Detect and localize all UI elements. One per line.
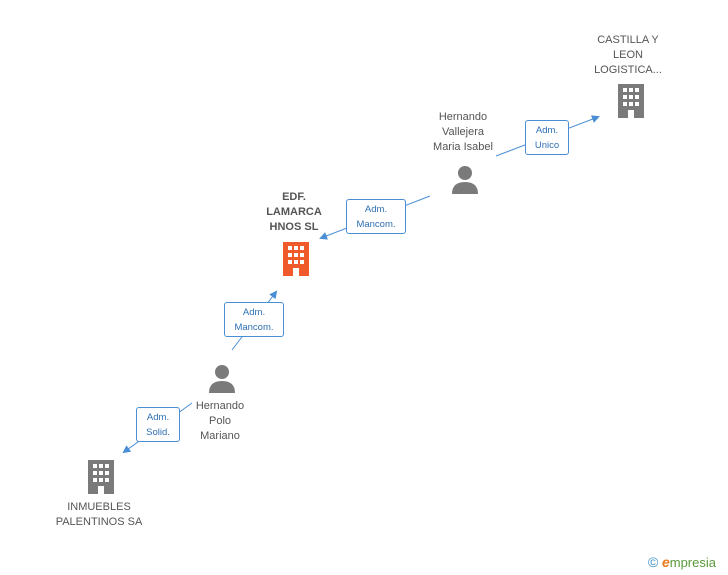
hernando-polo-person-icon[interactable]	[207, 363, 237, 393]
empresia-logo-initial: e	[661, 554, 670, 570]
castilla-building-icon[interactable]	[615, 84, 647, 118]
edf-lamarca-label[interactable]: EDF. LAMARCA HNOS SL	[266, 191, 322, 233]
hernando-vallejera-label[interactable]: Hernando Vallejera Maria Isabel	[433, 111, 493, 153]
relation-adm-solid[interactable]: Adm. Solid.	[136, 407, 180, 442]
empresia-logo-text: mpresia	[669, 555, 716, 570]
relation-adm-mancom-2[interactable]: Adm. Mancom.	[224, 302, 284, 337]
relation-adm-mancom-1[interactable]: Adm. Mancom.	[346, 199, 406, 234]
hernando-polo-label[interactable]: Hernando Polo Mariano	[195, 400, 245, 442]
inmuebles-building-icon[interactable]	[85, 460, 117, 494]
castilla-label[interactable]: CASTILLA Y LEON LOGISTICA...	[594, 34, 662, 76]
inmuebles-label[interactable]: INMUEBLES PALENTINOS SA	[55, 501, 143, 528]
hernando-vallejera-person-icon[interactable]	[450, 164, 480, 194]
empresia-brand: © empresia	[648, 554, 716, 570]
relation-adm-unico[interactable]: Adm. Unico	[525, 120, 569, 155]
edf-lamarca-building-icon[interactable]	[280, 242, 312, 276]
copyright-symbol: ©	[648, 554, 659, 570]
